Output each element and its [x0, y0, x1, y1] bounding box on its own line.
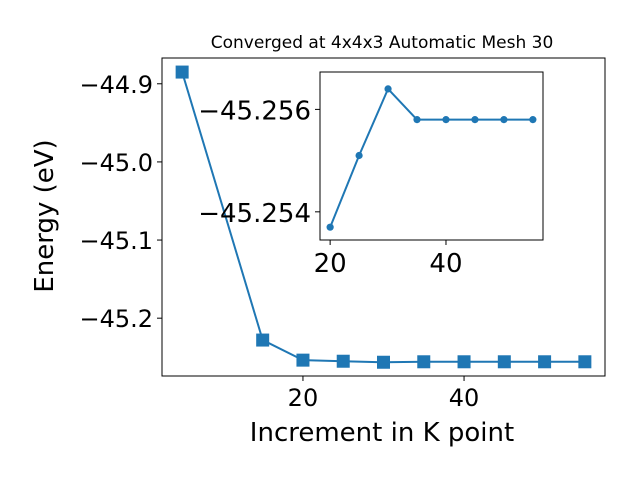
main-x-tick-label-1: 40	[449, 384, 480, 412]
main-plot: 20 40 −44.9 −45.0 −45.1 −45.2	[79, 57, 606, 412]
main-point-4	[377, 355, 390, 369]
inset-point-3	[413, 116, 421, 124]
main-x-tick-label-0: 20	[288, 384, 319, 412]
main-point-3	[336, 354, 350, 368]
inset-ticks: 20 40 −45.254 −45.256	[198, 96, 462, 279]
main-point-2	[296, 353, 310, 367]
inset-series	[326, 85, 537, 231]
inset-point-2	[384, 85, 392, 93]
main-series	[175, 65, 592, 369]
inset-x-tick-label-0: 20	[314, 249, 347, 279]
main-point-8	[538, 355, 552, 369]
main-y-tick-label-0: −44.9	[79, 71, 153, 99]
inset-point-7	[529, 116, 537, 124]
inset-point-4	[442, 116, 450, 124]
main-point-1	[256, 333, 270, 347]
main-plot-frame	[161, 57, 606, 377]
inset-y-tick-label-1: −45.256	[198, 96, 311, 126]
main-point-7	[497, 355, 511, 369]
inset-plot: 20 40 −45.254 −45.256	[198, 71, 544, 279]
main-ticks: 20 40 −44.9 −45.0 −45.1 −45.2	[79, 71, 479, 412]
main-point-9	[578, 355, 592, 369]
main-y-tick-label-1: −45.0	[79, 149, 153, 177]
inset-point-5	[471, 116, 479, 124]
inset-point-1	[355, 151, 363, 160]
inset-point-0	[326, 223, 334, 231]
main-series-line	[181, 71, 585, 364]
y-axis-label: Energy (eV)	[30, 139, 60, 292]
inset-frame	[319, 71, 544, 241]
chart-title: Converged at 4x4x3 Automatic Mesh 30	[211, 33, 554, 53]
inset-y-tick-label-0: −45.254	[198, 199, 311, 229]
main-point-5	[417, 355, 431, 369]
inset-x-tick-label-1: 40	[429, 249, 462, 279]
inset-series-line	[329, 87, 533, 228]
main-y-tick-label-2: −45.1	[79, 227, 153, 255]
main-y-tick-label-3: −45.2	[79, 305, 153, 333]
main-point-6	[457, 355, 471, 369]
x-axis-label: Increment in K point	[250, 418, 514, 448]
main-point-0	[175, 65, 189, 79]
inset-point-6	[500, 116, 508, 124]
